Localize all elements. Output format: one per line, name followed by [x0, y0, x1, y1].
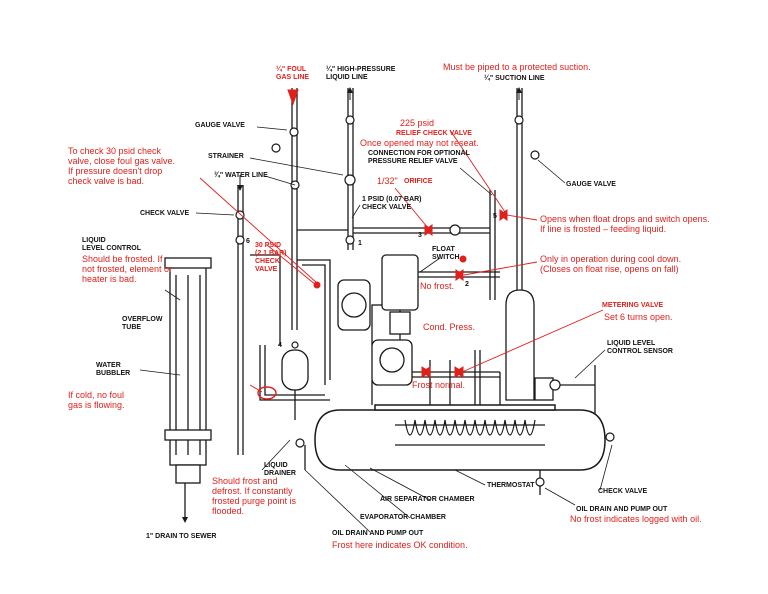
gauge-valve-right-label: GAUGE VALVE [566, 181, 616, 188]
air-separator-chamber-label: AIR SEPARATOR CHAMBER [380, 496, 475, 503]
right-vessel [505, 289, 554, 401]
number-3: 3 [418, 232, 422, 239]
frost-normal-note: Frost normal. [412, 380, 466, 390]
evaporator-chamber-label: EVAPORATOR CHAMBER [360, 514, 446, 521]
check-valve-left-label: CHECK VALVE [140, 210, 190, 217]
number-4: 4 [278, 342, 282, 349]
liquid-drainer [281, 349, 309, 420]
oil-drain-pump-out-left-label: OIL DRAIN AND PUMP OUT [332, 530, 424, 537]
suction-line-label: ¼" SUCTION LINE [484, 75, 545, 82]
number-5: 5 [493, 213, 497, 220]
no-frost-logged-note: No frost indicates logged with oil. [570, 514, 702, 524]
number-1: 1 [358, 240, 362, 247]
foul-gas-indicator-circle [257, 386, 277, 400]
strainer-label: STRAINER [208, 153, 244, 160]
once-opened-note: Once opened may not reseat. [360, 138, 479, 148]
valve-assembly [337, 254, 419, 386]
psid-225-note: 225 psid [400, 118, 435, 128]
cond-press-note: Cond. Press. [423, 322, 476, 332]
water-line-label: ¾" WATER LINE [214, 172, 268, 179]
flow-arrows [182, 87, 522, 523]
check-valve-1psid-label: 1 PSID (0.07 BAR)CHECK VALVE [362, 196, 422, 211]
red-leaders [199, 129, 604, 393]
drain-to-sewer-label: 1" DRAIN TO SEWER [146, 533, 217, 540]
orifice-size-note: 1/32" [377, 176, 398, 186]
thermostat-label: THERMOSTAT [487, 482, 535, 489]
number-6: 6 [246, 238, 250, 245]
number-2: 2 [465, 281, 469, 288]
gauge-valve-left-label: GAUGE VALVE [195, 122, 245, 129]
relief-check-valve-label: RELIEF CHECK VALVE [396, 130, 472, 137]
overflow-tube [164, 257, 212, 484]
coils [395, 419, 545, 446]
check-valve-right-label: CHECK VALVE [598, 488, 648, 495]
frost-ok-note: Frost here indicates OK condition. [332, 540, 468, 550]
metering-valve-label: METERING VALVE [602, 302, 664, 309]
set-6-turns-note: Set 6 turns open. [604, 312, 673, 322]
protected-suction-note: Must be piped to a protected suction. [443, 62, 591, 72]
leaders [139, 126, 613, 533]
orifice-label: ORIFICE [404, 178, 433, 185]
opens-float-drops-note: Opens when float drops and switch opens.… [540, 214, 710, 234]
oil-drain-pump-out-right-label: OIL DRAIN AND PUMP OUT [576, 506, 668, 513]
no-frost-note: No frost. [420, 281, 455, 291]
red-components [287, 89, 508, 378]
evaporator-chamber [314, 404, 606, 471]
only-in-operation-note: Only in operation during cool down.(Clos… [540, 254, 682, 274]
